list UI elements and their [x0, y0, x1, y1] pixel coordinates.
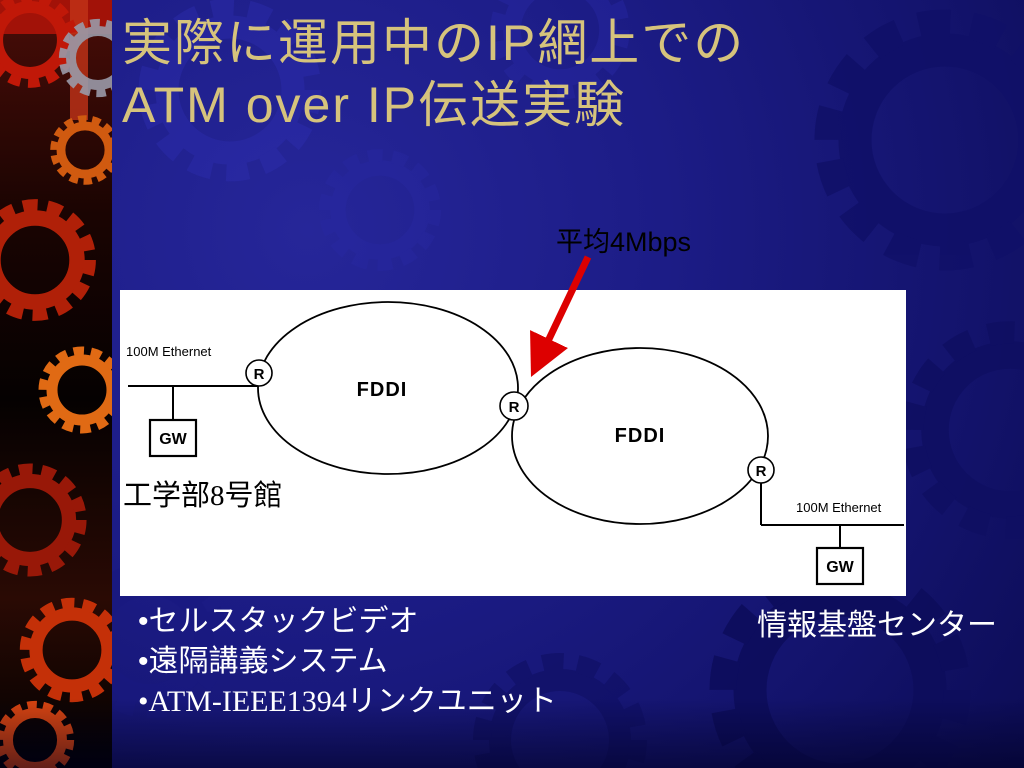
router-node-right: [747, 456, 775, 484]
bullet-item: •ATM-IEEE1394リンクユニット: [138, 685, 557, 718]
bullet-item: •セルスタックビデオ: [138, 605, 419, 638]
gateway-label: GW: [826, 559, 854, 576]
slide-title-line2: ATM over IP伝送実験: [122, 77, 627, 133]
bottom-shading: [0, 698, 1024, 768]
gear-icon: [0, 469, 81, 570]
router-node-middle: [499, 391, 529, 421]
router-label: R: [509, 399, 520, 416]
fddi-ring-right: [511, 347, 769, 525]
gear-icon: [43, 351, 112, 429]
gear-icon: [325, 155, 434, 264]
gear-icon: [913, 333, 1024, 528]
site-label-left: 工学部8号館: [123, 480, 283, 512]
gear-icon: [25, 603, 112, 697]
gear-icon: [54, 119, 112, 181]
router-label: R: [756, 463, 767, 480]
slide-title: 実際に運用中のIP網上での ATM over IP伝送実験: [122, 12, 745, 136]
ethernet-label-left: 100M Ethernet: [126, 344, 212, 359]
router-node-left: [245, 359, 273, 387]
gear-icon: [0, 205, 90, 314]
network-diagram-graphic: R R R GW GW FDDI FDDI 100M Ethernet 100M…: [126, 301, 904, 586]
bullet-item: •遠隔講義システム: [138, 645, 388, 678]
bullet-list: •セルスタックビデオ •遠隔講義システム •ATM-IEEE1394リンクユニッ…: [138, 602, 557, 722]
fddi-label-right: FDDI: [615, 425, 666, 447]
gateway-box-left: [148, 418, 198, 458]
site-label-right: 情報基盤センター: [757, 609, 997, 642]
network-diagram: R R R GW GW FDDI FDDI 100M Ethernet 100M…: [120, 290, 906, 596]
ethernet-label-right: 100M Ethernet: [796, 500, 882, 515]
bandwidth-annotation: 平均4Mbps: [556, 227, 692, 257]
left-decorative-strip: [0, 0, 112, 768]
gear-icon: [828, 23, 1024, 257]
router-label: R: [254, 366, 265, 383]
gateway-box-right: [815, 546, 865, 586]
slide-title-line1: 実際に運用中のIP網上での: [122, 15, 746, 71]
gateway-label: GW: [159, 431, 187, 448]
fddi-ring-left: [257, 301, 519, 475]
fddi-label-left: FDDI: [357, 379, 408, 401]
